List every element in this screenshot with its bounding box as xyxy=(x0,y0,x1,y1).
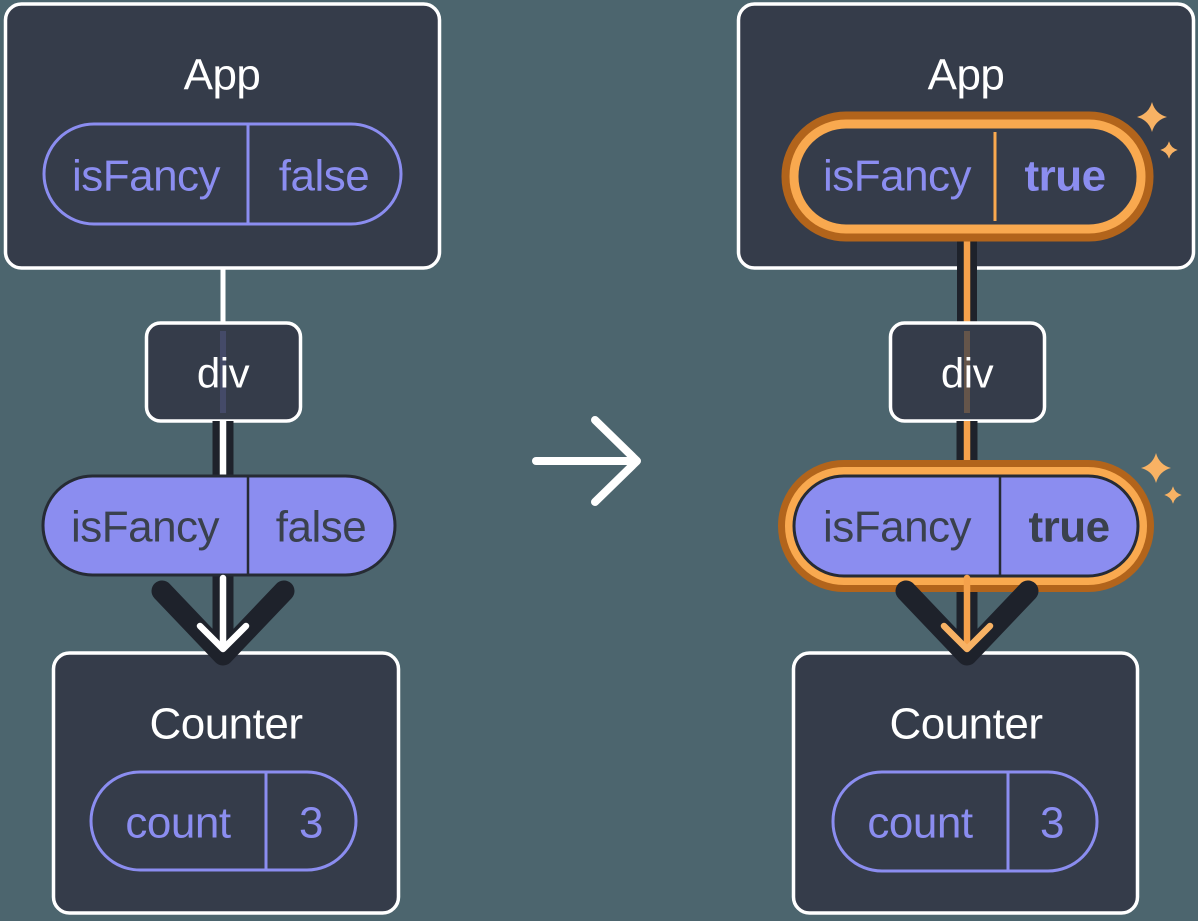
after-app-prop-name: isFancy xyxy=(823,152,972,201)
after-passed-prop-name: isFancy xyxy=(823,503,972,552)
arrow-right-icon xyxy=(532,416,641,506)
after-app-prop-ring-inner xyxy=(789,119,1146,234)
after-tree: App isFancy true div isFancy true xyxy=(736,2,1196,915)
before-app-prop-pill xyxy=(42,122,403,226)
after-flow-arrow-tip xyxy=(940,622,994,653)
before-app-title: App xyxy=(184,51,261,100)
before-counter-state-name: count xyxy=(125,799,230,848)
before-passed-prop-value: false xyxy=(276,503,366,552)
sparkle-icon xyxy=(1141,453,1182,504)
before-counter-title: Counter xyxy=(149,700,302,749)
sparkle-icon xyxy=(1137,102,1178,159)
arrowhead-down-icon xyxy=(151,580,295,666)
before-counter-state-value: 3 xyxy=(299,799,323,848)
after-div-label: div xyxy=(941,350,994,397)
transition-arrow-head xyxy=(591,416,641,506)
before-app-prop-name: isFancy xyxy=(72,152,221,201)
sparkle-small xyxy=(1164,486,1182,504)
after-counter-state-pill xyxy=(831,770,1099,873)
after-app-title: App xyxy=(928,51,1005,100)
after-counter-title: Counter xyxy=(889,700,1042,749)
before-counter-state-pill xyxy=(89,770,358,872)
after-passed-prop-value: true xyxy=(1028,503,1109,552)
after-app-prop-ring-outer xyxy=(781,111,1154,242)
before-flow-arrow-tip xyxy=(196,622,250,653)
before-app-prop-value: false xyxy=(279,152,369,201)
after-app-prop-value: true xyxy=(1024,152,1105,201)
arrowhead-down-icon xyxy=(895,580,1039,666)
after-counter-state-value: 3 xyxy=(1040,799,1064,848)
before-div-label: div xyxy=(197,350,250,397)
before-counter-box xyxy=(51,651,401,915)
sparkle-large xyxy=(1141,453,1171,483)
before-tree: App isFancy false div isFancy false Coun… xyxy=(3,2,442,915)
sparkle-large xyxy=(1137,102,1167,132)
after-counter-state-name: count xyxy=(867,799,972,848)
after-counter-box xyxy=(791,651,1140,915)
sparkle-small xyxy=(1160,141,1178,159)
before-passed-prop-pill xyxy=(41,474,397,577)
before-app-box xyxy=(3,2,442,270)
before-passed-prop-name: isFancy xyxy=(71,503,220,552)
